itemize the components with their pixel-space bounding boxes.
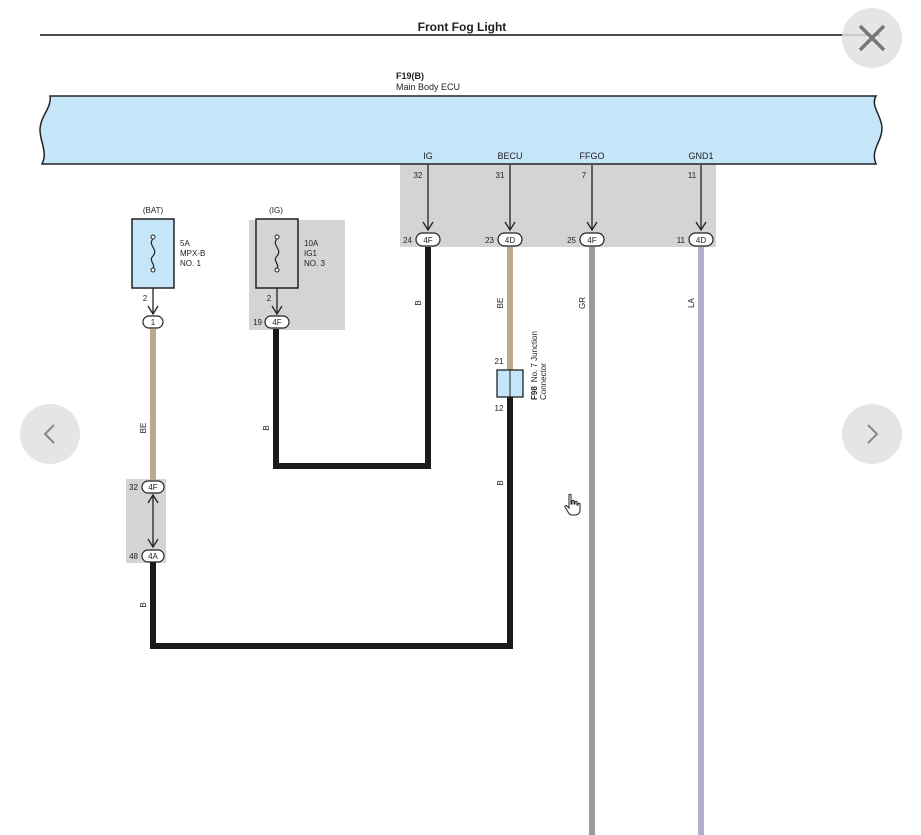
terminal-gnd1-pin: 11 [688, 171, 697, 180]
bat-fuse-icon [150, 234, 156, 273]
chevron-right-icon [867, 424, 879, 444]
splice-top-id: 4F [148, 483, 157, 492]
bat-fuse-amp: 5A [180, 239, 190, 248]
ffgo-connector-pill [579, 232, 605, 247]
ecu-body [39, 95, 883, 165]
ig-connector-pin: 24 [403, 236, 412, 245]
ecu-name: Main Body ECU [396, 82, 460, 92]
junction-name-line1: No. 7 Junction [530, 331, 539, 382]
diagram-title: Front Fog Light [418, 20, 507, 34]
junction-name-line2: Connector [539, 363, 548, 400]
bat-fuse-pin: 2 [143, 294, 148, 303]
splice-bottom-pin: 48 [129, 552, 138, 561]
ig-connector-pill [415, 232, 441, 247]
wire-label-junction: B [496, 480, 505, 485]
wire-label-splice: B [139, 602, 148, 607]
terminal-ffgo-label: FFGO [580, 151, 605, 161]
terminal-ffgo-pin: 7 [582, 171, 587, 180]
bat-fuse-header: (BAT) [143, 206, 164, 215]
previous-button[interactable] [20, 404, 80, 464]
gnd1-connector-pin: 11 [677, 236, 686, 245]
gnd1-connector-pill [688, 232, 714, 247]
wire-label-ecu-ig: B [414, 300, 423, 305]
bat-fuse-arrow [147, 288, 159, 316]
ecu-connector-shade [400, 162, 716, 247]
ig-fuse-box [255, 218, 299, 289]
bat-fuse-number: NO. 1 [180, 259, 201, 268]
splice-bottom-pill [141, 549, 165, 563]
next-button[interactable] [842, 404, 902, 464]
junction-pin-bottom: 12 [495, 404, 504, 413]
ig-fuse-pin: 2 [267, 294, 272, 303]
gnd1-connector-id: 4D [696, 236, 706, 245]
wire-label-ig-fuse: B [262, 425, 271, 430]
wire-ig-b [273, 247, 431, 469]
ig-fuse-connector-pin: 19 [253, 318, 262, 327]
ig-fuse-connector-pill [264, 315, 290, 329]
bat-connector-pill [142, 315, 164, 329]
becu-connector-pill [497, 232, 523, 247]
ffgo-connector-pin: 25 [567, 236, 576, 245]
splice-double-arrow [147, 493, 159, 549]
ig-fuse-number: NO. 3 [304, 259, 325, 268]
hand-cursor-icon [564, 493, 581, 516]
ecu-code: F19(B) [396, 71, 424, 81]
ecu-terminal-arrows [422, 165, 707, 232]
terminal-ig-label: IG [423, 151, 433, 161]
junction-pin-top: 21 [495, 357, 504, 366]
ig-fuse-icon [274, 234, 280, 273]
ig-fuse-arrow [271, 288, 283, 316]
ig-fuse-connector-id: 4F [272, 318, 281, 327]
splice-top-pin: 32 [129, 483, 138, 492]
ig-fuse-amp: 10A [304, 239, 319, 248]
becu-connector-pin: 23 [485, 236, 494, 245]
ig-connector-id: 4F [423, 236, 432, 245]
terminal-becu-pin: 31 [496, 171, 505, 180]
junction-label: F98 No. 7 Junction Connector [530, 331, 548, 400]
chevron-left-icon [43, 424, 55, 444]
wire-label-bat: BE [139, 423, 148, 434]
splice-top-pill [141, 480, 165, 494]
becu-connector-id: 4D [505, 236, 515, 245]
junction-code: F98 [530, 386, 539, 400]
terminal-ig-pin: 32 [414, 171, 423, 180]
close-button[interactable] [842, 8, 902, 68]
wire-junction-b [150, 397, 513, 649]
wire-label-becu: BE [496, 298, 505, 309]
wire-label-gnd: LA [687, 297, 696, 307]
bat-fuse-box [131, 218, 175, 289]
terminal-becu-label: BECU [497, 151, 522, 161]
wire-label-ffgo: GR [578, 297, 587, 309]
bat-fuse-name: MPX-B [180, 249, 205, 258]
ffgo-connector-id: 4F [587, 236, 596, 245]
close-icon [858, 24, 886, 52]
ig-fuse-header: (IG) [269, 206, 283, 215]
bat-connector-id: 1 [151, 318, 156, 327]
ig-fuse-name: IG1 [304, 249, 317, 258]
terminal-gnd1-label: GND1 [688, 151, 713, 161]
splice-bottom-id: 4A [148, 552, 158, 561]
